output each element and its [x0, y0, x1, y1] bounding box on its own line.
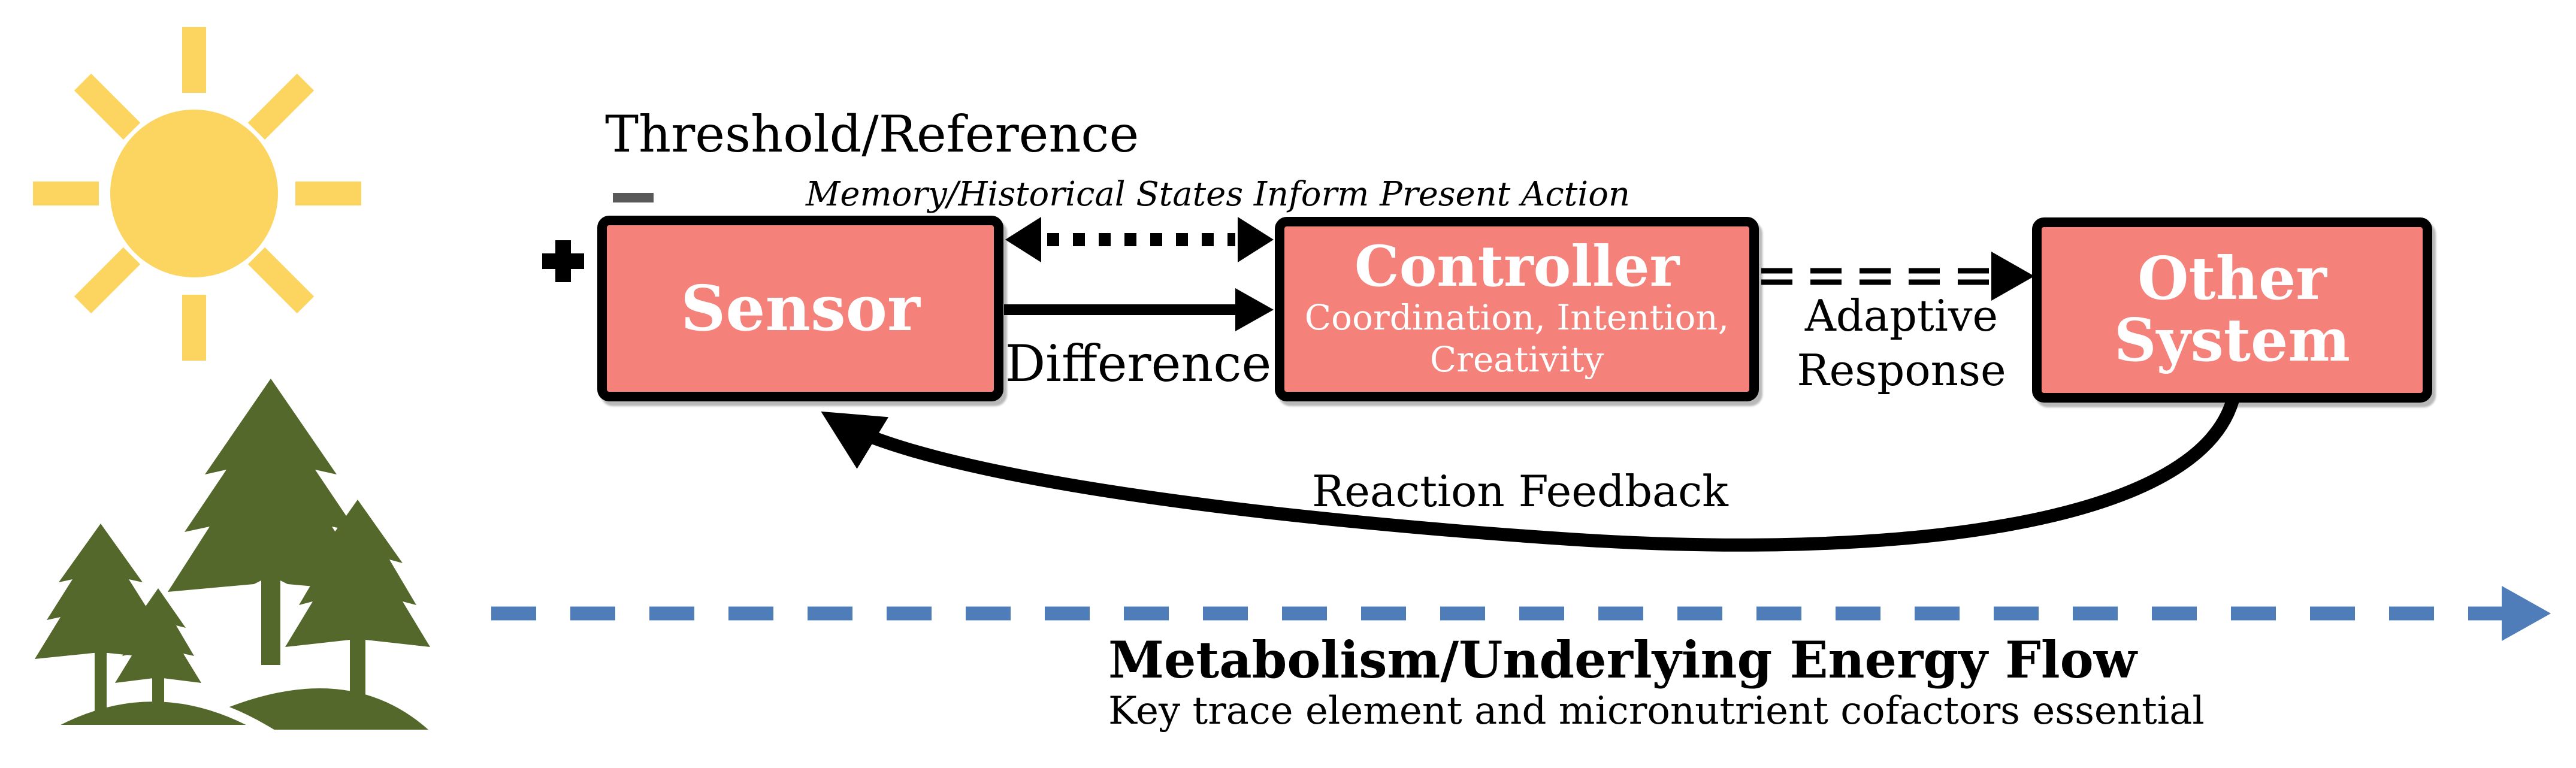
reaction-feedback-label: Reaction Feedback: [1312, 466, 1728, 516]
difference-label: Difference: [1005, 334, 1272, 393]
forest-icon: [24, 379, 430, 734]
minus-icon: [613, 193, 654, 202]
sun-icon: [33, 27, 361, 361]
solid-right-arrow: [1004, 288, 1274, 331]
adaptive-response-label-line1: Adaptive: [1804, 291, 1998, 341]
threshold-reference-label: Threshold/Reference: [605, 105, 1139, 164]
controller-box-subtitle-line1: Coordination, Intention,: [1304, 297, 1730, 338]
memory-note-label: Memory/Historical States Inform Present …: [806, 175, 1630, 214]
adaptive-response-label-line2: Response: [1797, 345, 2006, 396]
other-system-box: Other System: [2032, 217, 2432, 403]
other-system-box-title-line1: Other: [2137, 244, 2327, 313]
metabolism-subtitle: Key trace element and micronutrient cofa…: [1108, 689, 2205, 733]
other-system-box-title-line2: System: [2114, 306, 2351, 375]
controller-box: Controller Coordination, Intention, Crea…: [1275, 217, 1759, 401]
sensor-box: Sensor: [597, 216, 1003, 401]
plus-icon: [542, 240, 584, 282]
metabolism-title: Metabolism/Underlying Energy Flow: [1108, 630, 2137, 690]
controller-box-title: Controller: [1354, 233, 1680, 300]
controller-box-subtitle-line2: Creativity: [1429, 339, 1604, 380]
dotted-double-headed-arrow: [1005, 217, 1274, 262]
sensor-box-title: Sensor: [681, 271, 920, 346]
